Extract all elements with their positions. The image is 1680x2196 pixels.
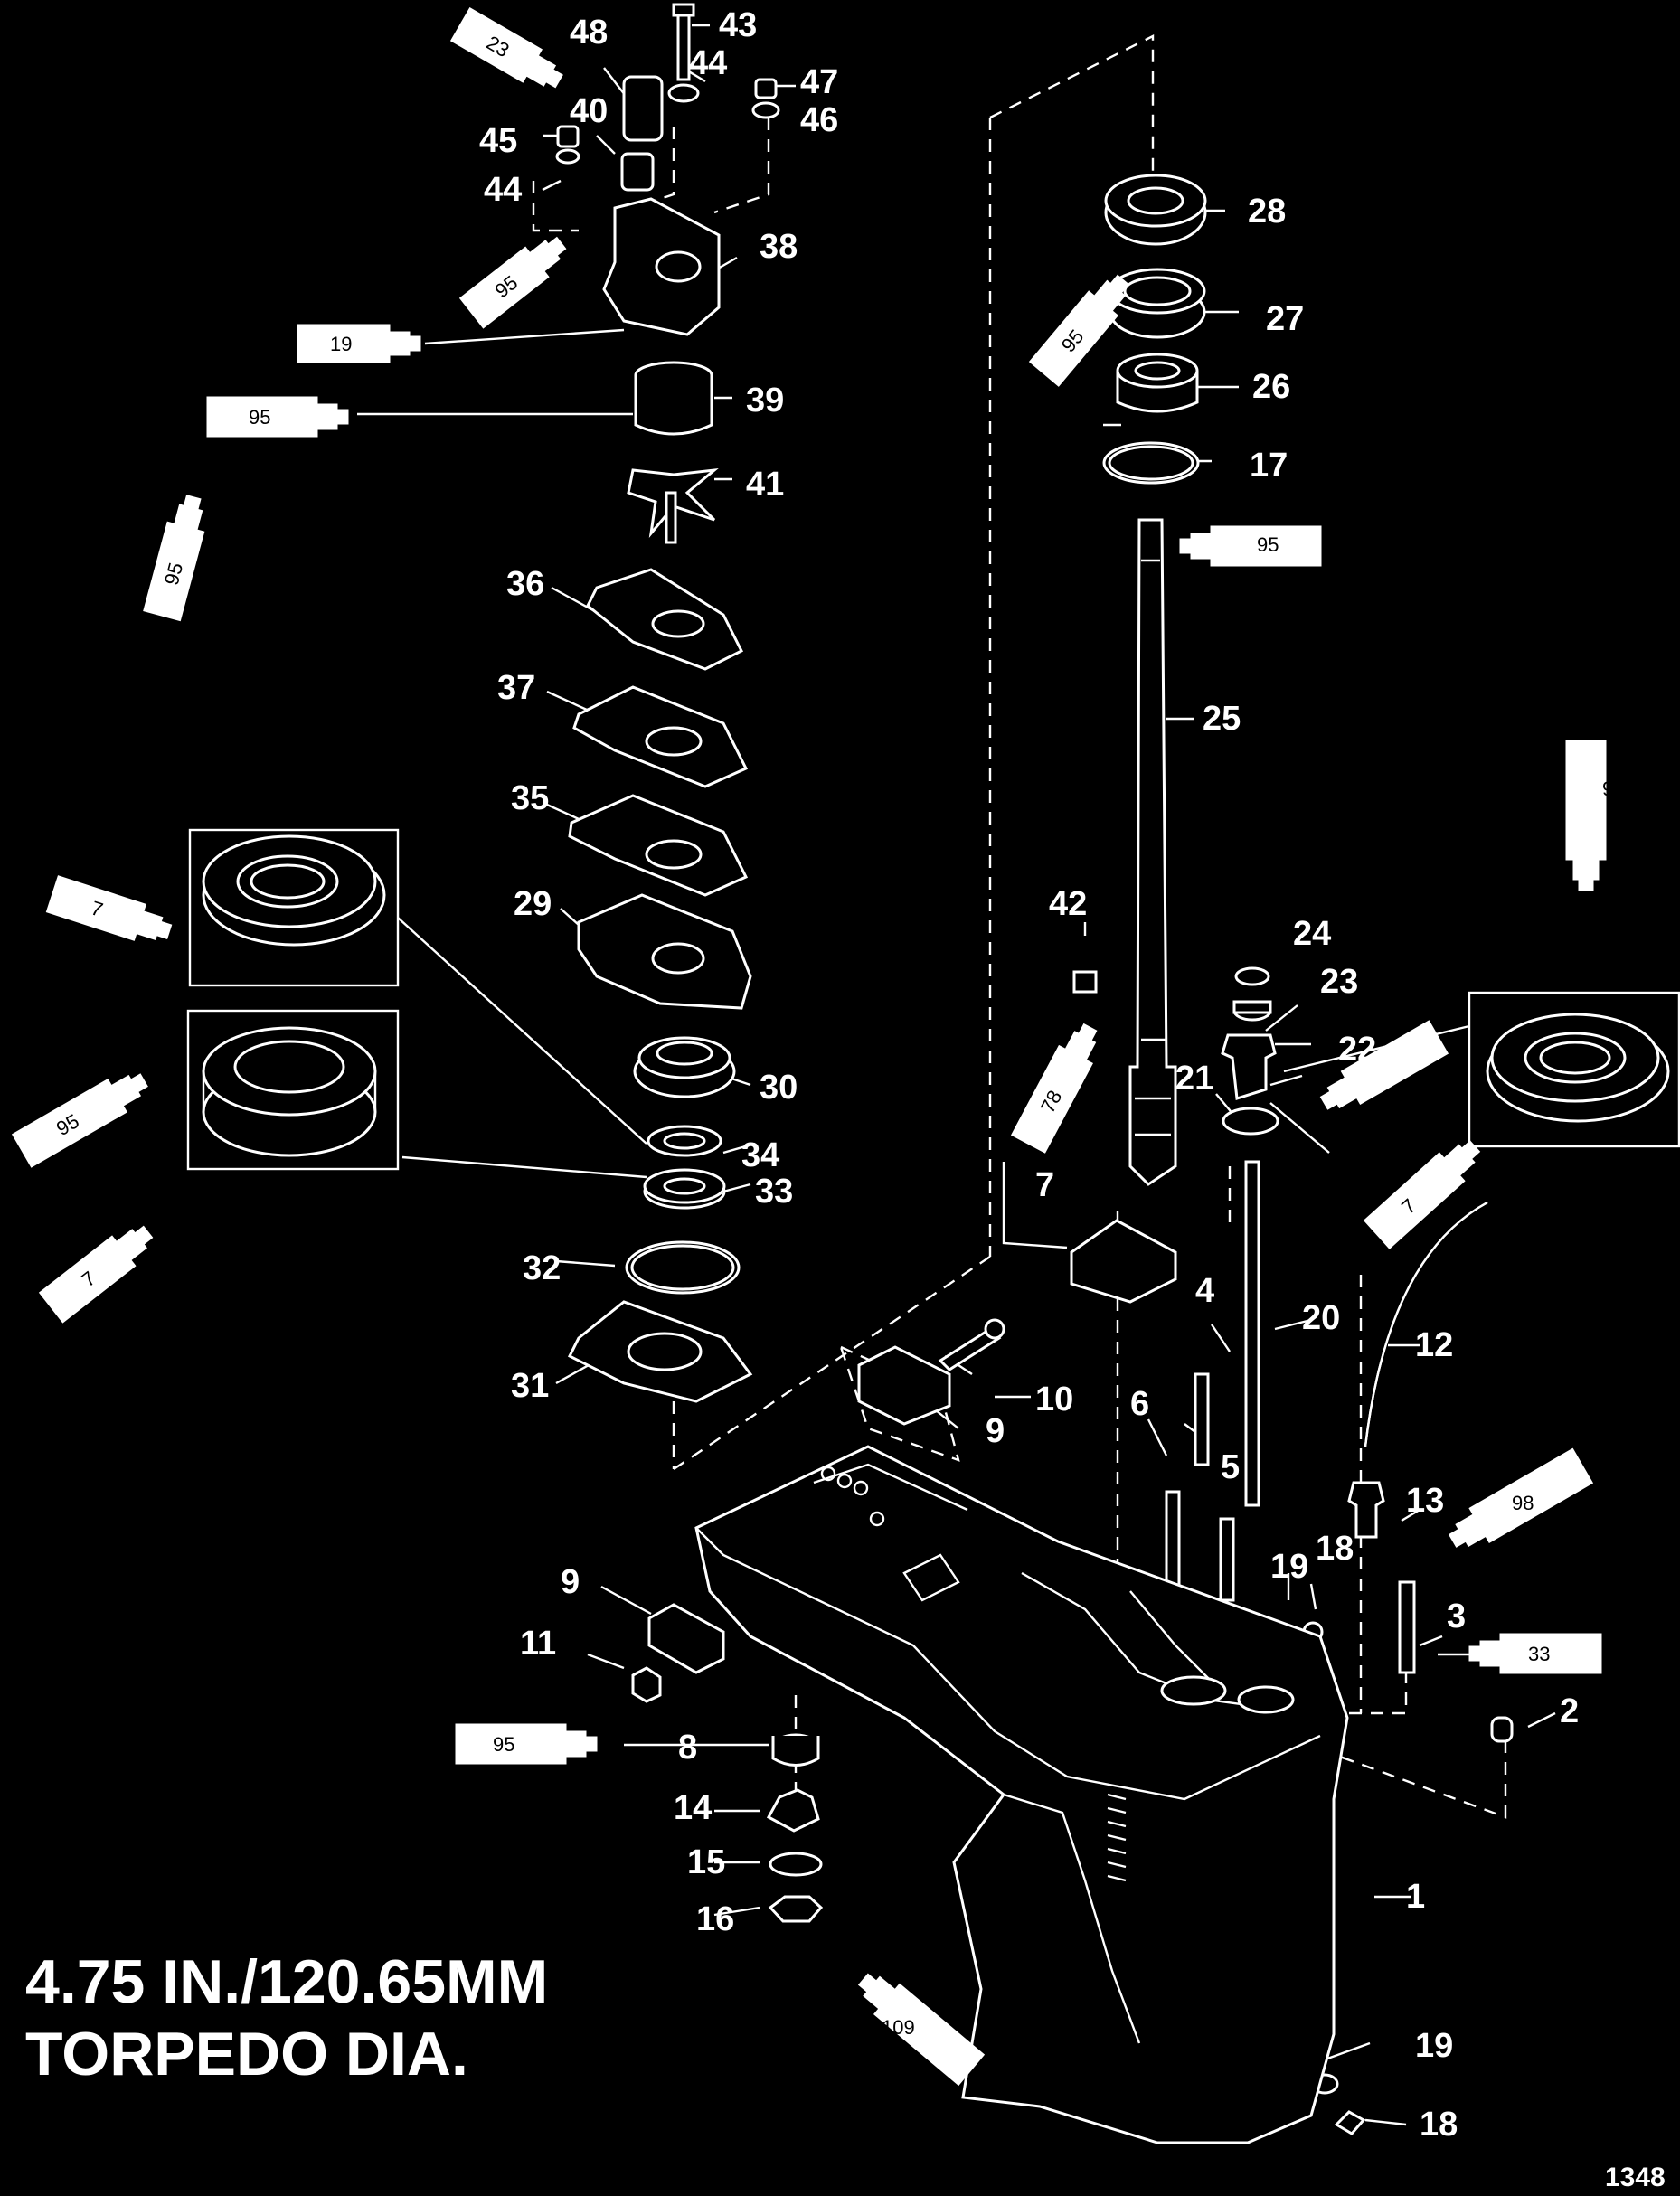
callout-36: 36 bbox=[506, 565, 544, 603]
callout-17-top: 17 bbox=[1250, 447, 1288, 485]
callout-18-mid: 18 bbox=[1316, 1530, 1354, 1568]
bearing-detail-box-left-bottom bbox=[186, 1009, 400, 1171]
sealant-tube-109 bbox=[857, 1973, 986, 2087]
callout-5: 5 bbox=[1221, 1448, 1240, 1486]
bearing-detail-box-left-top bbox=[188, 828, 400, 987]
callout-47: 47 bbox=[800, 63, 838, 101]
sealant-tubes: 23 95 19 95 95 bbox=[11, 6, 1624, 2087]
sealant-tube-98-label: 98 bbox=[1512, 1492, 1534, 1514]
callout-numbers: 48 43 44 47 46 40 45 44 38 39 41 36 37 3… bbox=[479, 6, 1579, 2144]
sealant-tube-95-rightbox-label: 95 bbox=[1602, 778, 1624, 800]
gear-housing bbox=[694, 1445, 1349, 2144]
callout-10: 10 bbox=[1035, 1381, 1073, 1418]
sealant-tube-95-shaft-label: 95 bbox=[1257, 533, 1279, 556]
sealant-tube-95-shaft bbox=[1179, 525, 1322, 567]
callout-19-mid: 19 bbox=[1270, 1548, 1308, 1586]
callout-29: 29 bbox=[514, 885, 552, 923]
callout-21: 21 bbox=[1175, 1060, 1213, 1098]
callout-42: 42 bbox=[1049, 885, 1087, 923]
sealant-tube-95-lower: 95 bbox=[11, 1073, 148, 1168]
sealant-tube-95-8-label: 95 bbox=[493, 1733, 514, 1756]
callout-2: 2 bbox=[1560, 1692, 1579, 1730]
caption-line-1: 4.75 IN./120.65MM bbox=[25, 1947, 548, 2016]
sealant-tube-33 bbox=[1468, 1633, 1602, 1674]
callout-38: 38 bbox=[760, 228, 798, 266]
sealant-tube-95-bearing: 95 bbox=[1028, 274, 1129, 387]
callout-15: 15 bbox=[687, 1843, 725, 1881]
callout-40: 40 bbox=[570, 92, 608, 130]
callout-22: 22 bbox=[1338, 1031, 1376, 1069]
callout-8: 8 bbox=[678, 1729, 697, 1767]
sealant-tube-95-insert: 95 bbox=[206, 396, 349, 438]
sealant-tube-95-8: 95 bbox=[455, 1723, 598, 1765]
sealant-tube-109-label: 109 bbox=[882, 2016, 915, 2039]
callout-33: 33 bbox=[755, 1173, 793, 1211]
callout-14: 14 bbox=[674, 1789, 712, 1827]
callout-48: 48 bbox=[570, 14, 608, 52]
callout-18-bottom: 18 bbox=[1420, 2106, 1458, 2144]
callout-39: 39 bbox=[746, 382, 784, 419]
sealant-tube-7-lower: 7 bbox=[38, 1225, 154, 1324]
callout-35: 35 bbox=[511, 779, 549, 817]
callout-31: 31 bbox=[511, 1367, 549, 1405]
callout-4: 4 bbox=[1195, 1272, 1214, 1310]
caption-line-2: TORPEDO DIA. bbox=[25, 2020, 468, 2088]
sealant-tube-7-upper: 7 bbox=[45, 875, 173, 941]
callout-11: 11 bbox=[520, 1625, 556, 1663]
sealant-tube-95-insert-label: 95 bbox=[249, 406, 270, 429]
callout-44-left: 44 bbox=[484, 171, 522, 209]
sealant-tube-23: 23 bbox=[449, 6, 563, 89]
sealant-tube-98 bbox=[1448, 1447, 1594, 1548]
callout-45: 45 bbox=[479, 122, 517, 160]
callout-23: 23 bbox=[1320, 963, 1358, 1001]
callout-19-bottom: 19 bbox=[1415, 2027, 1453, 2065]
bearing-detail-box-right bbox=[1468, 991, 1680, 1148]
figure-reference-number: 1348 bbox=[1605, 2163, 1666, 2192]
sealant-tube-19-label: 19 bbox=[330, 333, 352, 355]
callout-37: 37 bbox=[497, 669, 535, 707]
sealant-tube-33-label: 33 bbox=[1528, 1643, 1550, 1665]
callout-9-top: 9 bbox=[986, 1412, 1005, 1450]
sealant-tube-95-rightbox bbox=[1565, 740, 1607, 891]
callout-44-top: 44 bbox=[689, 44, 727, 82]
callout-24: 24 bbox=[1293, 915, 1331, 953]
callout-46: 46 bbox=[800, 101, 838, 139]
callout-13: 13 bbox=[1406, 1482, 1444, 1520]
callout-20: 20 bbox=[1302, 1299, 1340, 1337]
callout-41: 41 bbox=[746, 466, 784, 504]
callout-1: 1 bbox=[1406, 1878, 1425, 1916]
callout-34: 34 bbox=[741, 1136, 779, 1174]
sealant-tube-7-right: 7 bbox=[1363, 1140, 1481, 1249]
callout-6: 6 bbox=[1130, 1385, 1149, 1423]
callout-7: 7 bbox=[1035, 1166, 1054, 1204]
sealant-tube-95-fitting bbox=[1319, 1020, 1449, 1110]
callout-28: 28 bbox=[1248, 193, 1286, 231]
callout-32: 32 bbox=[523, 1249, 561, 1287]
callout-30: 30 bbox=[760, 1069, 798, 1107]
callout-25: 25 bbox=[1203, 700, 1241, 738]
sealant-tube-95-fitting-label: 95 bbox=[1383, 1094, 1405, 1117]
callout-12: 12 bbox=[1415, 1326, 1453, 1364]
callout-43: 43 bbox=[719, 6, 757, 44]
sealant-tube-95-pump: 95 bbox=[458, 236, 567, 329]
sealant-tube-19: 19 bbox=[297, 324, 421, 363]
water-pump-parts bbox=[555, 3, 780, 1403]
callout-26: 26 bbox=[1252, 368, 1290, 406]
callout-16: 16 bbox=[696, 1900, 734, 1938]
callout-27: 27 bbox=[1266, 300, 1304, 338]
callout-3: 3 bbox=[1447, 1598, 1466, 1635]
sealant-tube-95-box: 95 bbox=[143, 495, 205, 622]
driveshaft-parts bbox=[631, 174, 1514, 2135]
sealant-tube-78: 78 bbox=[1010, 1023, 1098, 1154]
callout-9-lower: 9 bbox=[561, 1563, 580, 1601]
